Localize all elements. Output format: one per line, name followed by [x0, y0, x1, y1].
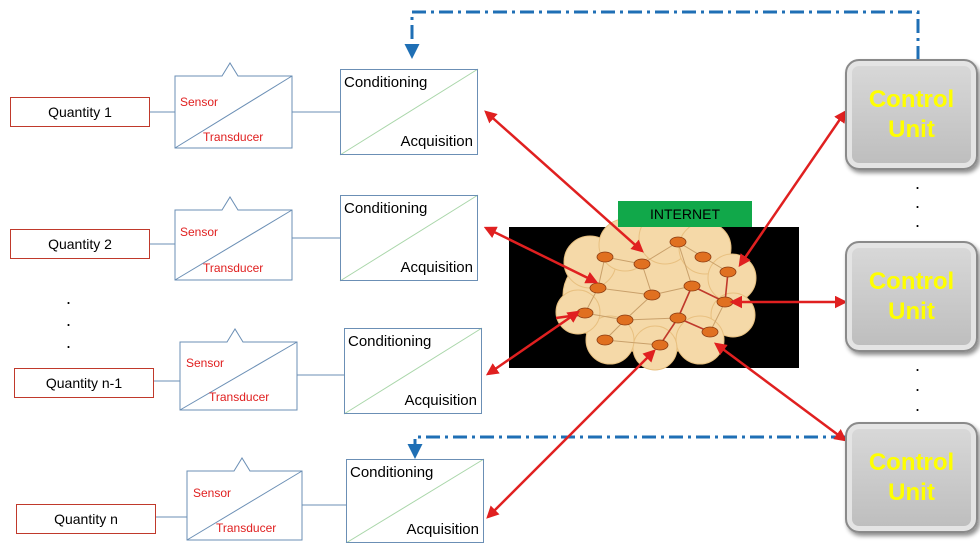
ellipsis-dot: . — [915, 395, 921, 415]
quantity-label: Quantity n-1 — [45, 375, 123, 391]
quantity-box-2: Quantity 2 — [10, 229, 150, 259]
control-unit-label-line2: Unit — [888, 297, 935, 325]
arrow-acq1-network — [484, 110, 644, 253]
ellipsis-dot: . — [915, 192, 921, 212]
control-unit-3: Control Unit — [845, 422, 978, 533]
conditioning-diagonals — [339, 68, 485, 543]
control-unit-label-line1: Control — [868, 448, 955, 476]
ellipsis-dot: . — [915, 173, 921, 193]
feedback-line-top — [404, 10, 920, 60]
quantity-box-n: Quantity n — [16, 504, 156, 534]
sensor-block-1 — [174, 62, 293, 149]
control-unit-label-line2: Unit — [888, 115, 935, 143]
arrow-acq2-network — [483, 226, 599, 284]
conditioning-acquisition-box-2: Conditioning Acquisition — [340, 195, 478, 281]
conditioning-acquisition-box-1: Conditioning Acquisition — [340, 69, 478, 155]
transducer-label: Transducer — [203, 130, 264, 144]
arrow-acq4-network — [486, 349, 656, 519]
sensor-block-4 — [186, 457, 303, 541]
sensor-label: Sensor — [193, 486, 232, 500]
acquisition-label: Acquisition — [400, 259, 473, 276]
ellipsis-dot: . — [915, 355, 921, 375]
arrow-network-cu1 — [738, 109, 847, 268]
quantity-label: Quantity 2 — [48, 236, 112, 252]
transducer-label: Transducer — [216, 521, 277, 535]
conditioning-label: Conditioning — [350, 464, 434, 481]
acquisition-label: Acquisition — [406, 521, 479, 538]
conditioning-label: Conditioning — [344, 200, 428, 217]
control-unit-label-line1: Control — [868, 85, 955, 113]
control-unit-label-line2: Unit — [888, 478, 935, 506]
sensor-block-2 — [174, 196, 293, 281]
control-unit-1: Control Unit — [845, 59, 978, 170]
quantity-box-n-1: Quantity n-1 — [14, 368, 154, 398]
transducer-label: Transducer — [203, 261, 264, 275]
sensor-label: Sensor — [180, 95, 219, 109]
signal-connectors — [150, 111, 346, 518]
ellipsis-dot: . — [915, 211, 921, 231]
acquisition-label: Acquisition — [404, 392, 477, 409]
ellipsis-dot: . — [66, 310, 72, 330]
sensor-label: Sensor — [186, 356, 225, 370]
sensor-label: Sensor — [180, 225, 219, 239]
quantity-label: Quantity n — [54, 511, 118, 527]
conditioning-acquisition-box-4: Conditioning Acquisition — [346, 459, 484, 543]
conditioning-acquisition-box-3: Conditioning Acquisition — [344, 328, 482, 414]
ellipsis-dot: . — [66, 288, 72, 308]
quantity-label: Quantity 1 — [48, 104, 112, 120]
conditioning-label: Conditioning — [344, 74, 428, 91]
stub-line — [555, 313, 579, 320]
control-unit-2: Control Unit — [845, 241, 978, 352]
ellipsis-dot: . — [66, 332, 72, 352]
transducer-label: Transducer — [209, 390, 270, 404]
ellipsis-dot: . — [915, 375, 921, 395]
acquisition-label: Acquisition — [400, 133, 473, 150]
quantity-box-1: Quantity 1 — [10, 97, 150, 127]
feedback-line-bottom — [407, 435, 845, 459]
internet-network-image — [509, 211, 799, 371]
internet-label: INTERNET — [618, 201, 752, 227]
arrow-network-cu3 — [713, 342, 848, 442]
conditioning-label: Conditioning — [348, 333, 432, 350]
sensor-block-3 — [179, 328, 298, 411]
network-arrows — [483, 109, 848, 519]
control-unit-label-line1: Control — [868, 267, 955, 295]
